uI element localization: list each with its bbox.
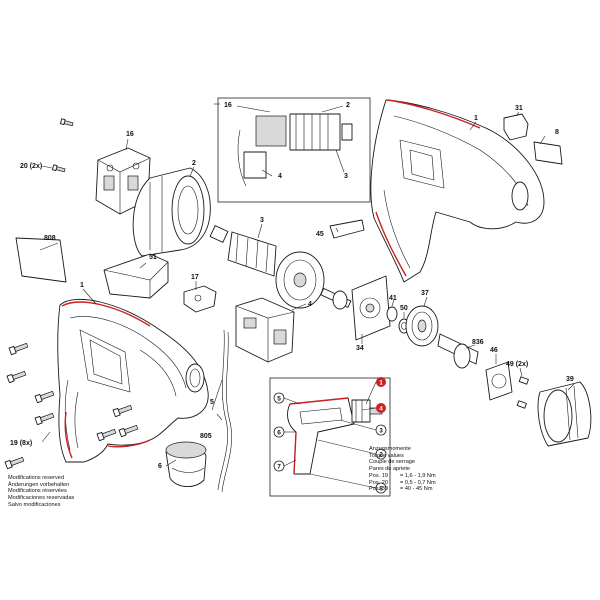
part-label: 2 <box>346 102 350 109</box>
part-label: 39 <box>566 376 574 383</box>
chuck-39 <box>537 381 592 447</box>
part-label: 45 <box>316 231 324 238</box>
cable-805 <box>217 329 228 491</box>
bearing-41 <box>386 306 398 322</box>
part-label: 16 <box>126 131 134 138</box>
part-45 <box>329 219 365 239</box>
switch-4 <box>235 297 295 363</box>
part-label: 16 <box>224 102 232 109</box>
gear-37 <box>405 305 439 347</box>
leader-lines <box>39 103 575 467</box>
stator-2 <box>132 167 211 257</box>
plate-34 <box>351 275 391 341</box>
housing-half-right <box>370 99 545 283</box>
part-label: 19 (8x) <box>10 440 32 447</box>
pins-49 <box>516 376 529 409</box>
torque-heading: Couple de serrage <box>369 459 416 466</box>
part-label: 1 <box>474 115 478 122</box>
part-label: 3 <box>260 217 264 224</box>
inset-number: 5 <box>277 396 281 403</box>
part-label: 31 <box>515 105 523 112</box>
part-17 <box>183 285 217 313</box>
part-label: 8 <box>555 129 559 136</box>
part-label: 2 <box>192 160 196 167</box>
inset-number: 6 <box>277 430 281 437</box>
part-label: 51 <box>149 254 157 261</box>
torque-heading: Pares de apriete <box>369 466 411 473</box>
modifications-line: Modifications réservées <box>8 488 67 495</box>
motor-inset <box>217 97 371 203</box>
torque-row: Pos. 20 = 0,5 - 0,7 Nm <box>369 480 436 487</box>
cable-sleeve-6 <box>165 441 207 487</box>
part-label: 50 <box>400 305 408 312</box>
part-label: 49 (2x) <box>506 361 528 368</box>
label-8 <box>533 141 563 165</box>
inset-number: 7 <box>277 464 281 471</box>
plate-46 <box>485 361 513 401</box>
torque-heading: Torque values <box>369 452 404 459</box>
modifications-line: Modifications reserved <box>8 475 64 481</box>
part-label: 6 <box>158 463 162 470</box>
part-label: 3 <box>344 173 348 180</box>
label-808 <box>15 237 67 283</box>
part-label: 41 <box>389 295 397 302</box>
torque-pos: Pos. 19 <box>369 472 388 479</box>
part-label: 805 <box>200 433 212 440</box>
part-label: 836 <box>472 339 484 346</box>
part-31 <box>503 113 529 141</box>
part-label: 20 (2x) <box>20 163 42 170</box>
torque-heading: Anzugsmomente <box>369 446 411 452</box>
part-label: 4 <box>278 173 282 180</box>
torque-values-table: Anzugsmomente Torque values Couple de se… <box>369 446 436 493</box>
part-label: 17 <box>191 274 199 281</box>
part-labels: 1 1 2 2 3 3 4 4 5 6 8 16 16 17 19 (8x) 2… <box>10 102 574 470</box>
modifications-line: Modificaciones reservadas <box>8 495 75 502</box>
modifications-note: Modifications reserved Änderungen vorbeh… <box>8 475 74 509</box>
part-label: 4 <box>308 301 312 308</box>
assembly-inset <box>269 377 391 497</box>
inset-number: 8 <box>379 486 383 493</box>
torque-row: Pos. 39 = 40 - 45 Nm <box>369 486 436 493</box>
torque-row: Pos. 19 = 1,6 - 1,9 Nm <box>369 473 436 480</box>
spindle-836 <box>437 333 479 369</box>
part-label: 5 <box>210 399 214 406</box>
inset-markers: 1 2 3 4 5 6 7 8 <box>273 377 387 494</box>
screws-19 <box>4 342 139 470</box>
screws-20 <box>52 118 74 173</box>
part-label: 46 <box>490 347 498 354</box>
modifications-line: Salvo modificaciones <box>8 501 61 508</box>
inset-number: 3 <box>379 428 383 435</box>
torque-pos: Pos. 39 <box>369 486 388 493</box>
part-label: 37 <box>421 290 429 297</box>
torque-value: = 1,6 - 1,9 Nm <box>400 472 436 479</box>
torque-value: = 40 - 45 Nm <box>400 486 433 493</box>
part-label: 1 <box>80 282 84 289</box>
modifications-line: Änderungen vorbehalten <box>8 481 70 488</box>
inset-number: 4 <box>379 406 383 413</box>
part-label: 34 <box>356 345 364 352</box>
torque-pos: Pos. 20 <box>369 479 388 486</box>
armature-3 <box>209 225 352 310</box>
part-label: 808 <box>44 235 56 242</box>
cover-51 <box>103 253 169 299</box>
inset-number: 2 <box>379 452 383 459</box>
torque-value: = 0,5 - 0,7 Nm <box>400 479 436 486</box>
housing-half-left <box>57 298 209 463</box>
brush-holder-16 <box>95 147 151 215</box>
inset-number: 1 <box>379 380 383 387</box>
